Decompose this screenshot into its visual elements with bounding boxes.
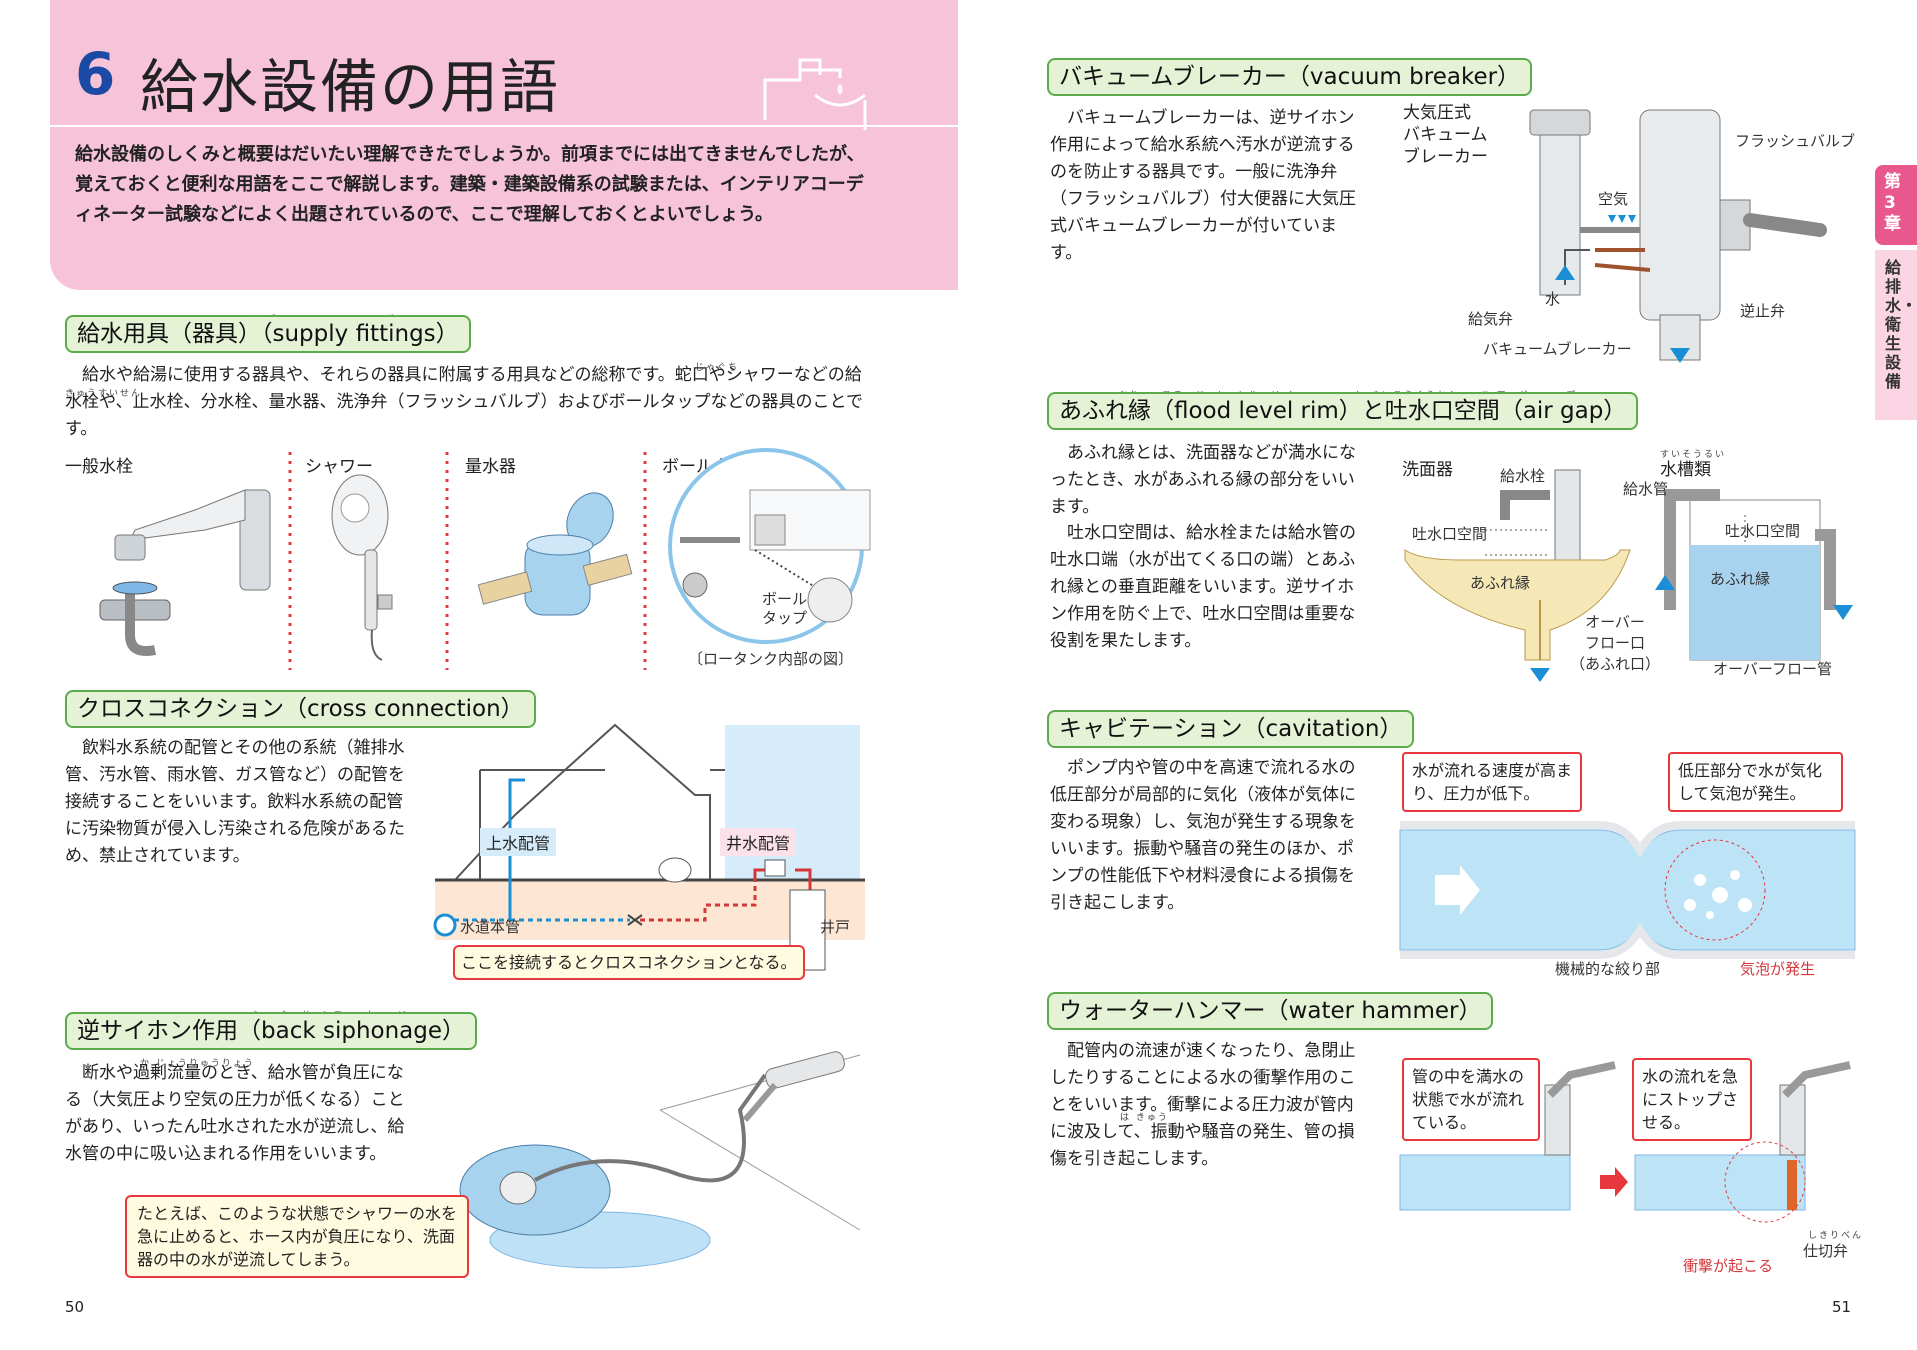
label-ido-pipe: 井水配管 (720, 828, 797, 856)
afure-label-pipe: 給水管 (1623, 480, 1669, 498)
label-main: 水道本管 (460, 918, 521, 936)
label-josui: 上水配管 (480, 828, 557, 856)
back-body: 断水や過剰流量のとき、給水管が負圧になる（大気圧より空気の圧力が低くなる）ことが… (65, 1063, 405, 1164)
vacuum-label-type: 大気圧式 バキューム ブレーカー (1403, 103, 1488, 167)
airgap-diagram (1404, 469, 1853, 682)
hammer-note2: 水の流れを急にストップさせる。 (1632, 1058, 1752, 1141)
page-number-left: 50 (65, 1298, 85, 1316)
cavitation-label-bubble: 気泡が発生 (1740, 960, 1816, 978)
vacuum-label-flush: フラッシュバルブ (1735, 132, 1856, 150)
header-banner (50, 0, 958, 290)
intro-text: 給水設備のしくみと概要はだいたい理解できたでしょうか。前項までには出てきませんで… (75, 144, 865, 225)
cavitation-diagram (1399, 821, 1856, 959)
label-well: 井戸 (820, 918, 851, 936)
shower-illustration (331, 474, 393, 661)
hammer-body: 配管内の流速が速くなったり、急閉止したりすることによる水の衝撃作用のことをいいま… (1050, 1041, 1356, 1169)
supply-title: 給水用具（器具）（supply fittings） (65, 315, 471, 353)
afure-label-overflow-pipe: オーバーフロー管 (1713, 660, 1832, 678)
back-note: たとえば、このような状態でシャワーの水を急に止めると、ホース内が負圧になり、洗面… (125, 1195, 469, 1278)
cavitation-title: キャビテーション（cavitation） (1047, 710, 1415, 748)
vacuum-label-intake: 給気弁 (1468, 310, 1514, 328)
water-hammer-diagram (1399, 1061, 1851, 1223)
balltap-caption: 〔ロータンク内部の図〕 (688, 650, 854, 668)
chapter-tab-label: 第3章 (1884, 172, 1901, 234)
afure-label-basin: 洗面器 (1402, 460, 1453, 480)
section-number: 6 (75, 40, 116, 108)
hammer-label-impact: 衝撃が起こる (1683, 1257, 1774, 1275)
cavitation-label-throat: 機械的な絞り部 (1555, 960, 1661, 978)
header-rule (50, 125, 958, 127)
balltap-label: ボール タップ (762, 590, 808, 627)
hammer-ruby-hakyuu: は きゅう (1120, 1113, 1169, 1123)
supply-ruby-kyusuisen: きゅうすいせん (65, 389, 143, 399)
afure-ruby-tank: すいそうるい (1660, 450, 1727, 460)
label-shower: シャワー (305, 457, 373, 477)
afure-title: あふれ縁（flood level rim）と吐水口空間（air gap） (1047, 392, 1639, 430)
hammer-ruby-valve: しきりべん (1808, 1231, 1864, 1241)
afure-label-tank: 水槽類 (1660, 460, 1711, 480)
cross-title: クロスコネクション（cross connection） (65, 690, 536, 728)
cavitation-note1: 水が流れる速度が高まり、圧力が低下。 (1402, 752, 1582, 812)
faucet-illustration (99, 489, 271, 656)
cross-connection-diagram (433, 723, 865, 971)
back-ruby-kajou: か じょうりゅうりょう (140, 1059, 255, 1069)
cavitation-body: ポンプ内や管の中を高速で流れる水の低圧部分が局部的に気化（液体が気体に変わる現象… (1050, 758, 1356, 913)
vacuum-label-water: 水 (1545, 290, 1561, 308)
hammer-label-valve: 仕切弁 (1803, 1242, 1849, 1260)
vacuum-label-vb: バキュームブレーカー (1483, 340, 1632, 358)
faucet-line-icon (763, 58, 867, 130)
afure-label-airgap-tank: 吐水口空間 (1725, 522, 1801, 540)
section-tab (1875, 250, 1917, 420)
afure-label-airgap: 吐水口空間 (1412, 525, 1488, 543)
vacuum-title: バキュームブレーカー（vacuum breaker） (1047, 58, 1533, 96)
vacuum-label-check: 逆止弁 (1740, 302, 1786, 320)
balltap-illustration (668, 448, 871, 644)
afure-label-rim-tank: あふれ縁 (1710, 570, 1771, 588)
back-siphonage-illustration (459, 1051, 861, 1269)
afure-label-faucet: 給水栓 (1500, 467, 1546, 485)
afure-label-rim: あふれ縁 (1470, 574, 1531, 592)
vacuum-body: バキュームブレーカーは、逆サイホン作用によって給水系統へ汚水が逆流するのを防止す… (1050, 108, 1356, 263)
vacuum-breaker-illustration (1529, 109, 1827, 363)
cross-note: ここを接続するとクロスコネクションとなる。 (453, 945, 805, 980)
label-general-faucet: 一般水栓 (65, 457, 133, 477)
water-meter-illustration (477, 492, 633, 616)
hammer-note1: 管の中を満水の状態で水が流れている。 (1402, 1058, 1540, 1141)
afure-body1: あふれ縁とは、洗面器などが満水になったとき、水があふれる縁の部分をいいます。 (1050, 443, 1356, 517)
page-title: 給水設備の用語 (140, 53, 561, 121)
vacuum-label-air: 空気 (1598, 190, 1629, 208)
cross-body: 飲料水系統の配管とその他の系統（雑排水管、汚水管、雨水管、ガス管など）の配管を接… (65, 738, 405, 866)
page-number-right: 51 (1832, 1298, 1852, 1316)
supply-body: 給水や給湯に使用する器具や、それらの器具に附属する用具などの総称です。蛇口やシャ… (65, 365, 863, 439)
afure-body2: 吐水口空間は、給水栓または給水管の吐水口端（水が出てくる口の端）とあふれ縁との垂… (1050, 523, 1356, 651)
cavitation-note2: 低圧部分で水が気化して気泡が発生。 (1668, 752, 1843, 812)
back-title: 逆サイホン作用（back siphonage） (65, 1012, 478, 1050)
chapter-tab (1875, 165, 1917, 245)
afure-label-overflow: オーバー フロー口 （あふれ口） (1570, 613, 1661, 673)
label-meter: 量水器 (465, 457, 516, 477)
supply-ruby-jaguchi: じゃぐち (695, 363, 740, 373)
section-tab-label: 給排水・衛生設備 (1885, 258, 1917, 391)
hammer-title: ウォーターハンマー（water hammer） (1047, 992, 1494, 1030)
